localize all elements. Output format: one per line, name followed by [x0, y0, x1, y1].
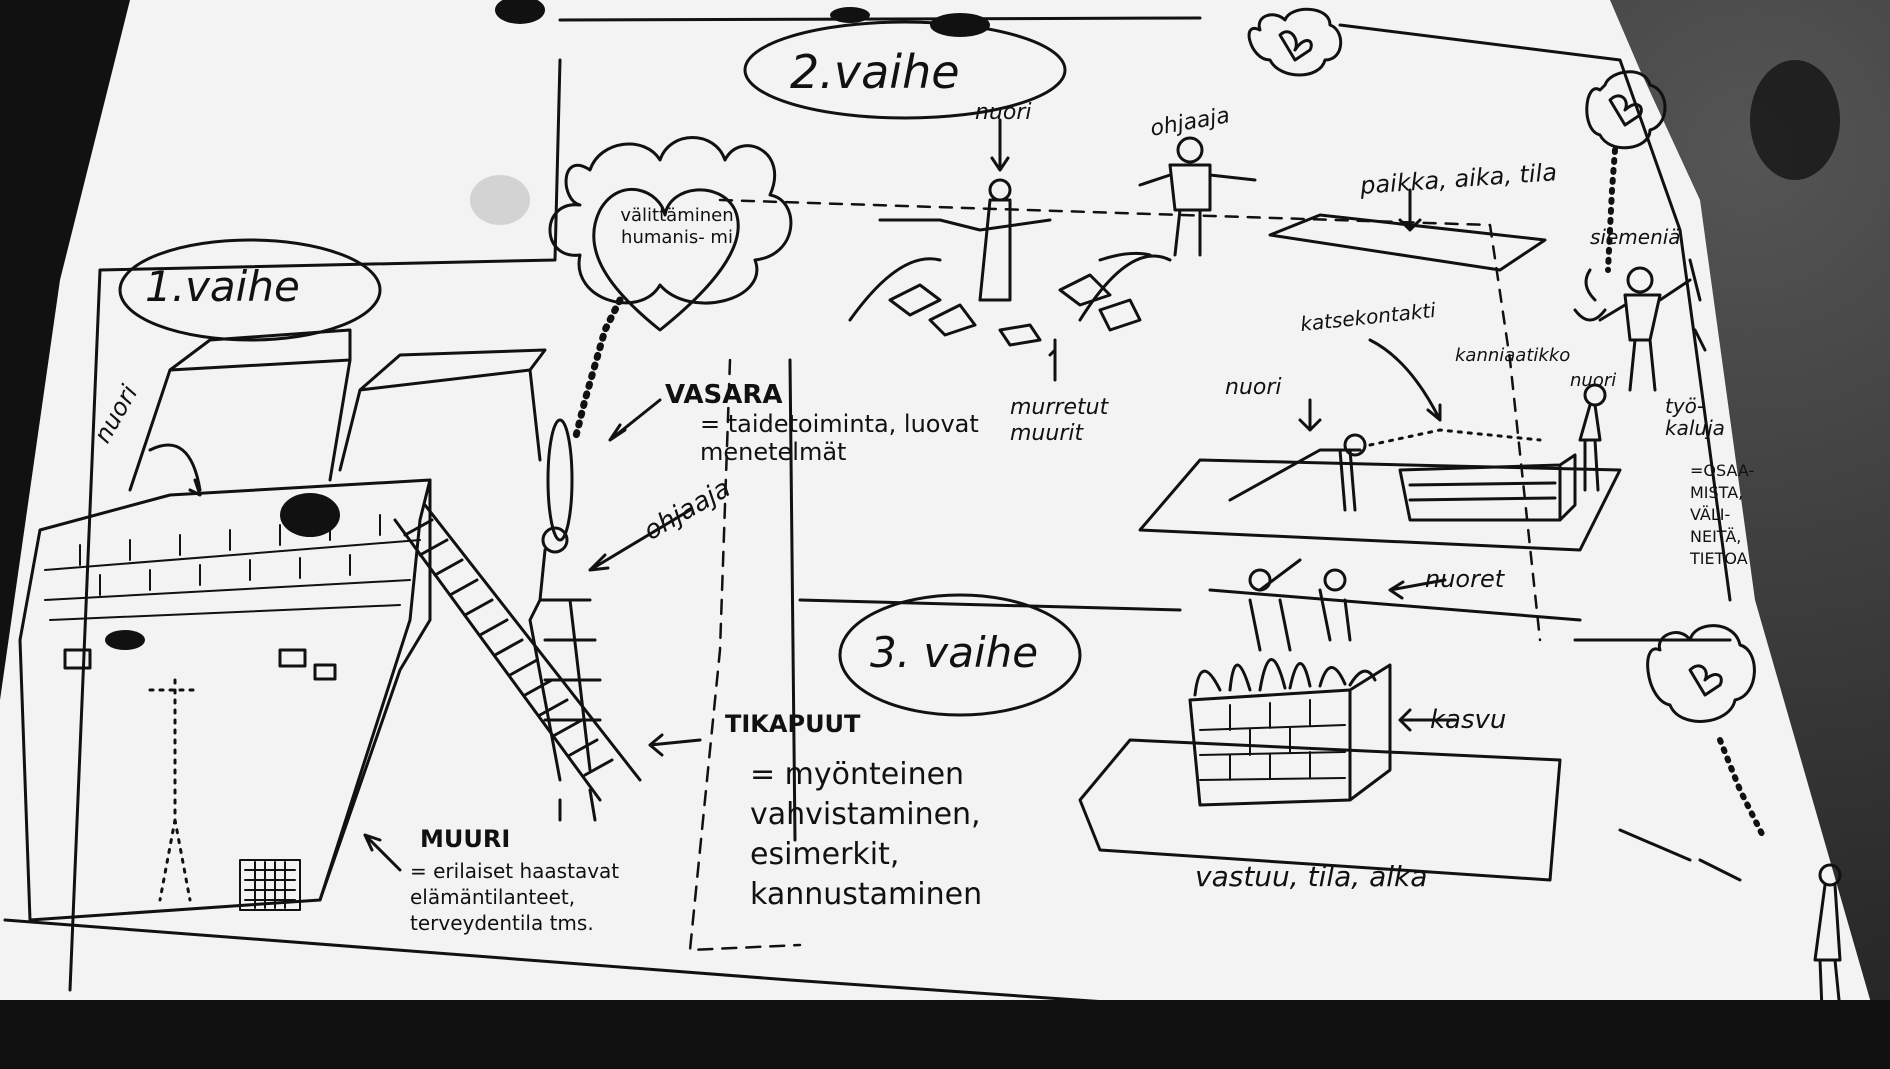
- tikapuut-desc: = myönteinen vahvistaminen, esimerkit, k…: [750, 757, 983, 912]
- heart-cloud-top: [1247, 7, 1343, 77]
- tyokaluja-desc: =OSAA- MISTA, VÄLI- NEITÄ, TIETOA: [1690, 461, 1755, 568]
- stage2-title: 2.vaihe: [790, 45, 960, 99]
- muuri-desc: = erilaiset haastavat elämäntilanteet, t…: [410, 859, 620, 935]
- stage3-title: 3. vaihe: [870, 628, 1039, 677]
- heart-label: välittäminen humanis- mi: [620, 205, 734, 248]
- siemenia-label: siemeniä: [1590, 225, 1681, 249]
- ladder: [393, 503, 642, 802]
- kasvu-label: kasvu: [1430, 705, 1507, 735]
- heart-cloud: [548, 136, 793, 305]
- stage3-oval: [838, 593, 1082, 717]
- stage1-oval: [118, 238, 382, 342]
- stage2-nuori2-label: nuori: [1225, 375, 1282, 400]
- nuoret-label: nuoret: [1425, 565, 1505, 593]
- heart-shape: [592, 188, 740, 332]
- vasara-desc: = taidetoiminta, luovat menetelmät: [700, 410, 979, 466]
- stage3-ohjaaja-label: ohjaaja: [1560, 1010, 1670, 1045]
- stage1-title: 1.vaihe: [145, 262, 300, 311]
- heart-cloud-right: [1585, 70, 1667, 150]
- stage2-nuori-label: nuori: [975, 100, 1032, 125]
- vastuu-label: vastuu, tila, aika: [1195, 860, 1428, 893]
- heart-cloud-bottom: [1646, 624, 1756, 723]
- tyokaluja-label: työ- kaluja: [1665, 394, 1725, 440]
- stage2-nuori3-label: nuori: [1570, 370, 1617, 391]
- tikapuut-label: TIKAPUUT: [725, 710, 861, 738]
- muuri-label: MUURI: [420, 825, 511, 853]
- vasara-label: VASARA: [665, 380, 783, 410]
- murretut-label: murretut muurit: [1010, 395, 1109, 446]
- wall: [18, 478, 432, 922]
- kanniaatikko-label: kanniaatikko: [1455, 345, 1571, 366]
- stage2-oval: [743, 20, 1067, 120]
